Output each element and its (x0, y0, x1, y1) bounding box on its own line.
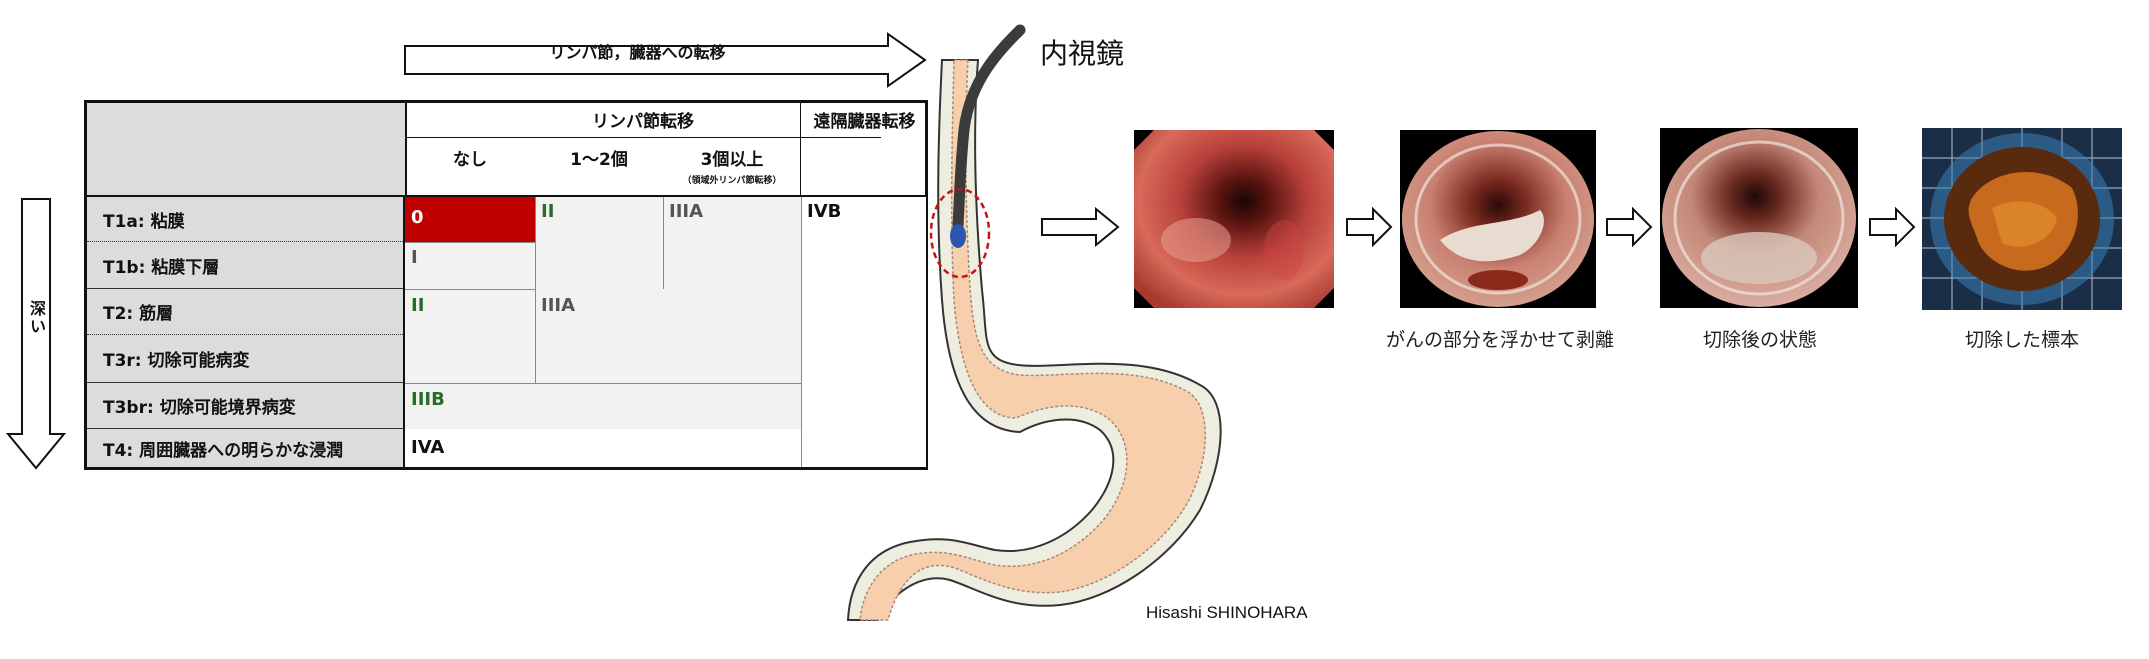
resected-specimen-photo (1922, 128, 2122, 310)
row-t3br: T3br: 切除可能境界病変 (87, 383, 405, 429)
stage-0-cell (405, 197, 535, 242)
stage-4b-label: IVB (807, 201, 842, 222)
lymph-metastasis-arrow-label: リンパ節，臓器への転移 (549, 43, 726, 62)
stage-4a-label: IVA (411, 437, 445, 458)
esophagus-stomach-illustration (846, 24, 1222, 621)
col-many: 3個以上 (700, 150, 764, 170)
stage-2-mid-label: II (411, 295, 425, 316)
lymph-header: リンパ節転移 (592, 112, 694, 132)
row-t3r: T3r: 切除可能病変 (87, 335, 405, 383)
arrow-lesion-to-photo (1041, 207, 1120, 247)
stage-4a-cell (405, 429, 801, 467)
depth-arrow-label: 深い (27, 300, 46, 336)
stage-1-label: I (411, 247, 418, 268)
col-few: 1〜2個 (570, 150, 628, 170)
arrow-step-1 (1346, 207, 1393, 247)
stage-4b-cell (801, 197, 926, 467)
endoscopy-photo-dissection (1400, 130, 1596, 308)
stage-3a-mid-label: IIIA (541, 295, 576, 316)
stage-3b-cell (405, 383, 801, 431)
arrow-step-3 (1869, 207, 1916, 247)
stage-0-label: 0 (411, 207, 424, 228)
depth-arrow (5, 198, 67, 470)
stage-3a-top-cell (663, 197, 802, 289)
stage-3a-top-label: IIIA (669, 201, 704, 222)
stage-2-top-cell (535, 197, 664, 290)
endoscope-label: 内視鏡 (1040, 37, 1125, 70)
stage-2-top-label: II (541, 201, 555, 222)
col-many-note: （領域外リンパ節転移） (682, 176, 782, 186)
row-t1a: T1a: 粘膜 (87, 197, 405, 242)
endoscopy-photo-lesion (1134, 130, 1334, 308)
endoscopy-photo-post-resection (1660, 128, 1858, 308)
staging-table: リンパ節転移 なし 1〜2個 3個以上 （領域外リンパ節転移） 遠隔臓器転移 T… (84, 100, 928, 470)
row-t1b: T1b: 粘膜下層 (87, 242, 405, 289)
stage-3b-label: IIIB (411, 389, 445, 410)
table-corner (87, 103, 407, 197)
stage-1-cell (405, 242, 535, 290)
col-none: なし (453, 150, 487, 170)
row-t4: T4: 周囲臓器への明らかな浸潤 (87, 429, 405, 467)
distant-header: 遠隔臓器転移 (813, 112, 916, 132)
caption-post-resection: 切除後の状態 (1702, 329, 1817, 351)
arrow-step-2 (1606, 207, 1653, 247)
stage-3a-mid-cell (535, 289, 802, 383)
author-credit: Hisashi SHINOHARA (1146, 603, 1308, 622)
caption-dissection: がんの部分を浮かせて剥離 (1385, 329, 1614, 351)
stage-2-mid-cell (405, 289, 535, 384)
lymph-metastasis-arrow (404, 32, 927, 88)
row-t2: T2: 筋層 (87, 289, 405, 335)
caption-specimen: 切除した標本 (1964, 329, 2079, 351)
